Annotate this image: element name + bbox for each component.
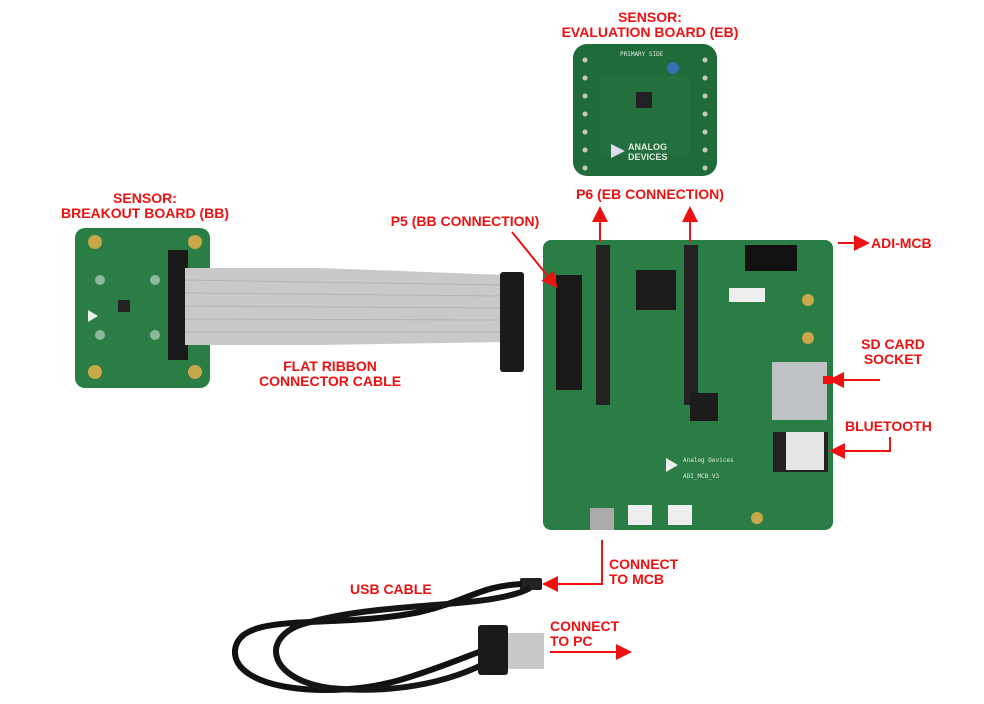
ribbon-label-line-2: CONNECTOR CABLE — [259, 373, 401, 389]
connect-mcb-label-line-1: CONNECT — [609, 556, 679, 572]
connect-pc-label-line-1: CONNECT — [550, 618, 620, 634]
adi-mcb-label: ADI-MCB — [871, 235, 932, 251]
p6-label: P6 (EB CONNECTION) — [576, 186, 724, 202]
usb-cable — [231, 578, 544, 693]
eb-primary-side-text: PRIMARY SIDE — [620, 51, 664, 58]
bb-title-line-1: SENSOR: — [113, 190, 177, 206]
p5-label: P5 (BB CONNECTION) — [391, 213, 540, 229]
eb-title-line-1: SENSOR: — [618, 9, 682, 25]
eb-title-line-2: EVALUATION BOARD (EB) — [562, 24, 739, 40]
connect-mcb-label-line-2: TO MCB — [609, 571, 664, 587]
flat-ribbon-cable — [184, 268, 524, 372]
sd-card-marker — [823, 376, 833, 384]
connect-pc-label-line-2: TO PC — [550, 633, 593, 649]
sd-card-label-line-2: SOCKET — [864, 351, 923, 367]
bb-title-line-2: BREAKOUT BOARD (BB) — [61, 205, 229, 221]
eb-logo-text-1: ANALOG — [628, 142, 667, 152]
evaluation-board: PRIMARY SIDE ANALOG DEVICES — [573, 44, 717, 176]
ribbon-label-line-1: FLAT RIBBON — [283, 358, 377, 374]
mcb-logo-text: Analog Devices — [683, 457, 734, 464]
connect-mcb-arrow — [542, 540, 603, 592]
mcb-name-text: ADI_MCB_V3 — [683, 473, 720, 480]
mcb-board: Analog Devices ADI_MCB_V3 — [543, 240, 833, 530]
eb-logo-text-2: DEVICES — [628, 152, 668, 162]
sd-card-label-line-1: SD CARD — [861, 336, 925, 352]
breakout-board — [75, 228, 210, 388]
bluetooth-label: BLUETOOTH — [845, 418, 932, 434]
usb-cable-label: USB CABLE — [350, 581, 432, 597]
p5-arrow — [511, 231, 558, 289]
bluetooth-arrow — [829, 437, 891, 459]
